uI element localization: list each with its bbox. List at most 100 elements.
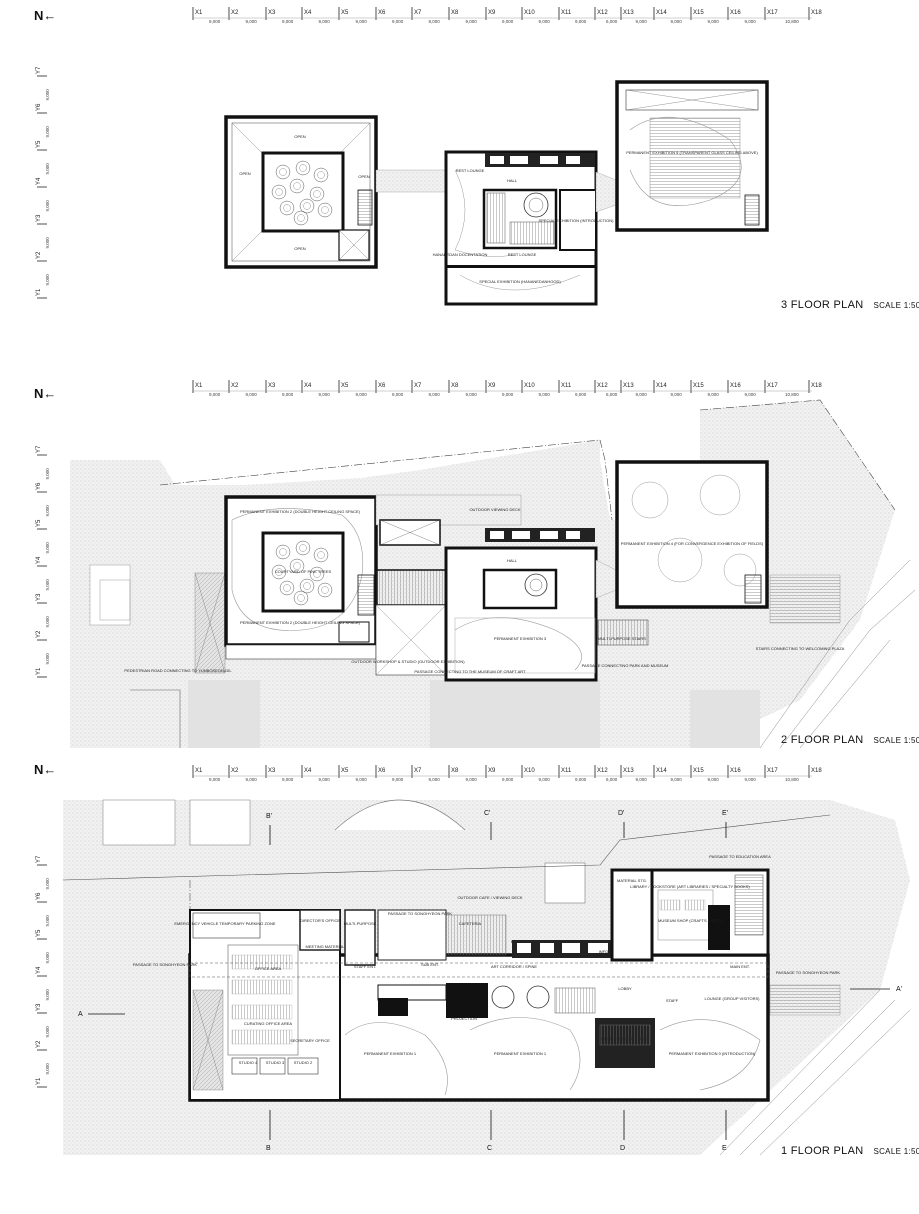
grid-label-y: Y3: [36, 214, 42, 222]
grid-dimension-y: 9,000: [45, 237, 50, 249]
grid-dimension-y: 9,000: [45, 200, 50, 212]
section-label: B': [266, 813, 272, 820]
grid-label-x: X2: [231, 10, 239, 16]
room-label: STUDIO 2: [294, 1060, 313, 1065]
grid-label-x: X13: [623, 768, 634, 774]
room-label: ART CORRIDOR / SPINE: [491, 964, 537, 969]
grid-label-x: X9: [488, 10, 496, 16]
grid-label-x: X7: [414, 383, 422, 389]
grid-label-x: X18: [811, 768, 822, 774]
grid-label-x: X6: [378, 768, 386, 774]
grid-dimension-y: 9,000: [45, 89, 50, 101]
north-label: N: [34, 762, 44, 777]
grid-dimension-y: 9,000: [45, 126, 50, 138]
room-label: STAIRS CONNECTING TO WELCOMING PLAZA: [756, 646, 845, 651]
room-label: LOUNGE (GROUP VISITORS): [705, 996, 761, 1001]
grid-label-y: Y7: [36, 855, 42, 863]
north-label: N: [34, 386, 44, 401]
grid-dimension-x: 9,000: [429, 19, 441, 24]
grid-dimension-x: 9,000: [466, 777, 478, 782]
grid-label-x: X3: [268, 383, 276, 389]
grid-label-x: X17: [767, 383, 778, 389]
room-label: OPEN: [358, 174, 369, 179]
grid-dimension-x: 9,000: [392, 777, 404, 782]
pine-tree-icon: [313, 547, 329, 563]
grid-label-x: X13: [623, 10, 634, 16]
room-label: HALL: [507, 178, 518, 183]
plan-title-3: 3 FLOOR PLAN SCALE 1:500: [781, 299, 919, 311]
grid-dimension-x: 10,800: [785, 392, 799, 397]
room-label: MULTI-PURPOSE STAIRS: [601, 1036, 649, 1041]
grid-label-x: X16: [730, 768, 741, 774]
grid-label-x: X14: [656, 768, 667, 774]
section-label: D: [620, 1145, 625, 1152]
pine-tree-icon: [275, 568, 283, 576]
pine-tree-icon: [293, 182, 301, 190]
grid-label-x: X5: [341, 10, 349, 16]
grid-label-y: Y2: [36, 630, 42, 638]
pine-tree-icon: [313, 167, 329, 183]
pine-tree-icon: [299, 164, 307, 172]
plan-title-text: 2 FLOOR PLAN: [781, 734, 864, 746]
grid-label-x: X3: [268, 768, 276, 774]
grid-dimension-x: 9,000: [539, 392, 551, 397]
room-label: PERMANENT EXHIBITION 2 (DOUBLE HEIGHT CE…: [240, 620, 361, 625]
grid-label-x: X7: [414, 10, 422, 16]
grid-dimension-x: 9,000: [708, 392, 720, 397]
room-label: BAR: [511, 939, 519, 944]
grid-label-x: X17: [767, 10, 778, 16]
grid-dimension-y: 9,000: [45, 163, 50, 175]
section-label: C': [484, 810, 490, 817]
pine-trees-2: [271, 540, 333, 606]
grid-label-y: Y7: [36, 445, 42, 453]
grid-dimension-x: 6,000: [606, 777, 618, 782]
room-labels-2: PERMANENT EXHIBITION 2 (DOUBLE HEIGHT CE…: [124, 507, 844, 674]
room-label: CAFETERIA: [459, 921, 482, 926]
grid-label-y: Y7: [36, 66, 42, 74]
grid-label-x: X5: [341, 383, 349, 389]
grid-dimension-x: 9,000: [575, 392, 587, 397]
grid-label-x: X10: [524, 383, 535, 389]
room-label: PERMANENT EXHIBITION 5 (TRANSPARENT GLAS…: [626, 150, 758, 155]
room-label: OUTDOOR CAFE / VIEWING DECK: [457, 895, 522, 900]
pine-tree-icon: [299, 544, 307, 552]
grid-dimension-y: 9,000: [45, 1026, 50, 1038]
grid-label-x: X7: [414, 768, 422, 774]
grid-label-y: Y5: [36, 140, 42, 148]
pine-tree-icon: [303, 582, 311, 590]
room-label: PERMANENT EXHIBITION 4 (FOR CONVERGENCE …: [621, 541, 764, 546]
pine-tree-icon: [313, 190, 321, 198]
room-label: MAIN ENT.: [730, 964, 750, 969]
grid-dimension-x: 9,000: [246, 19, 258, 24]
grid-dimension-x: 9,000: [356, 392, 368, 397]
grid-dimension-x: 6,000: [606, 19, 618, 24]
pine-tree-icon: [293, 590, 309, 606]
grid-label-y: Y2: [36, 1040, 42, 1048]
pine-tree-icon: [309, 186, 325, 202]
plan-scale: SCALE 1:500: [873, 736, 919, 745]
grid-label-y: Y1: [36, 667, 42, 675]
grid-dimension-x: 9,000: [671, 19, 683, 24]
grid-label-x: X8: [451, 10, 459, 16]
plan-scale: SCALE 1:500: [873, 301, 919, 310]
grid-dimension-x: 9,000: [209, 19, 221, 24]
room-label: STUDIO 3: [266, 1060, 285, 1065]
exhibition-2-block: [194, 495, 378, 674]
grid-label-x: X4: [304, 383, 312, 389]
plan-title-text: 3 FLOOR PLAN: [781, 299, 864, 311]
grid-label-y: Y5: [36, 929, 42, 937]
grid-dimension-x: 9,000: [708, 19, 720, 24]
pine-tree-icon: [317, 171, 325, 179]
room-label: MULTI-PURPOSE STAIRS: [598, 636, 646, 641]
room-label: LOBBY: [618, 986, 632, 991]
grid-dimension-x: 10,800: [785, 777, 799, 782]
grid-label-y: Y2: [36, 251, 42, 259]
grid-label-x: X1: [195, 768, 203, 774]
grid-dimension-x: 9,000: [671, 777, 683, 782]
room-label: PERMANENT EXHIBITION 1: [364, 1051, 417, 1056]
exhibition-4-block: [615, 460, 769, 609]
